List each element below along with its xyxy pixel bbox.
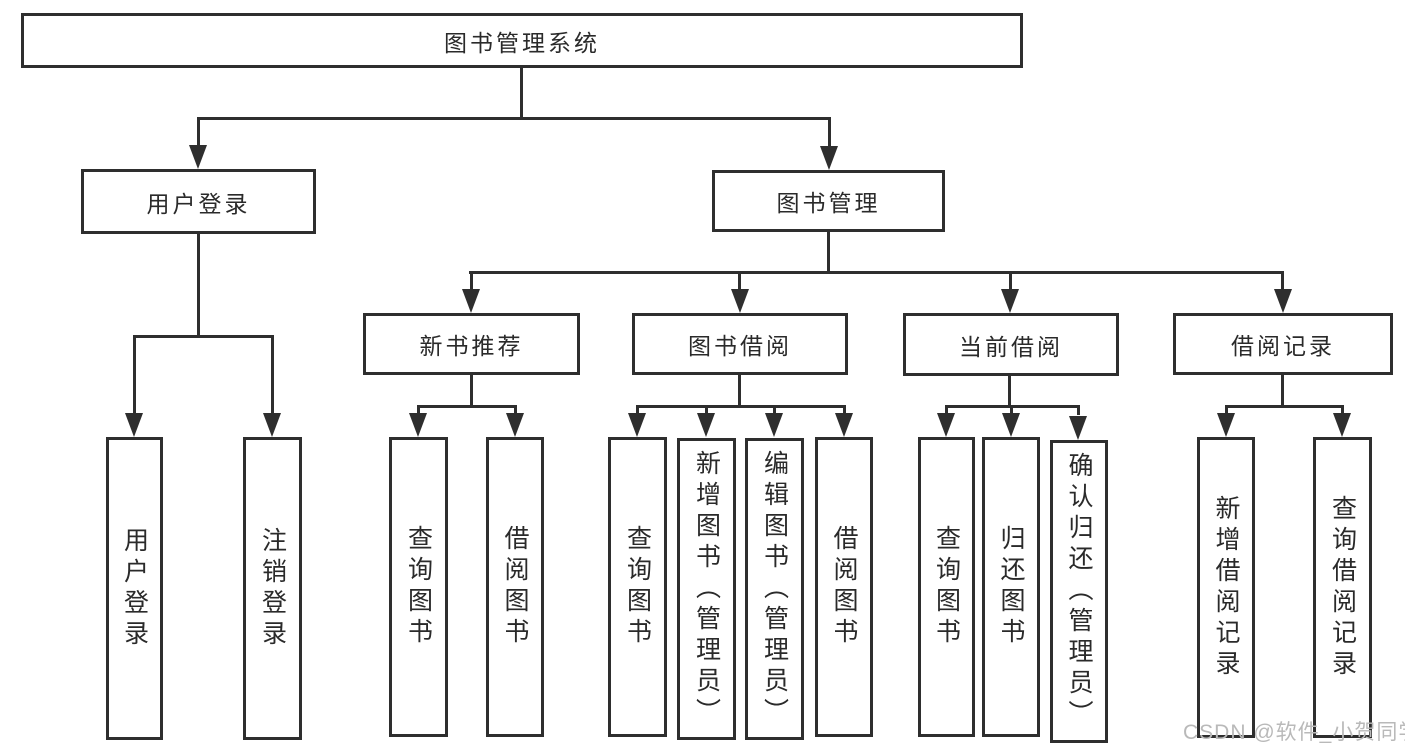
- arrow-down-icon: [1217, 413, 1235, 437]
- connector-line: [1281, 375, 1284, 407]
- arrow-down-icon: [835, 413, 853, 437]
- arrow-down-icon: [506, 413, 524, 437]
- node-root: 图书管理系统: [21, 13, 1023, 68]
- connector-line: [271, 335, 274, 415]
- arrow-down-icon: [765, 413, 783, 437]
- connector-line: [828, 117, 831, 147]
- connector-line: [520, 68, 523, 119]
- arrow-down-icon: [1069, 416, 1087, 440]
- node-leaf-br-query: 查询借阅记录: [1313, 437, 1372, 738]
- connector-line: [1010, 405, 1013, 415]
- arrow-down-icon: [125, 413, 143, 437]
- connector-line: [470, 375, 473, 407]
- node-borrow-record: 借阅记录: [1173, 313, 1393, 375]
- node-user-login: 用户登录: [81, 169, 316, 234]
- connector-line: [636, 405, 845, 408]
- node-leaf-user-login: 用户登录: [106, 437, 163, 740]
- connector-line: [843, 405, 846, 415]
- csdn-watermark: CSDN @软件_小贺同学: [1183, 721, 1405, 744]
- arrow-down-icon: [1333, 413, 1351, 437]
- node-book-borrow: 图书借阅: [632, 313, 848, 375]
- connector-line: [738, 375, 741, 407]
- connector-line: [1008, 376, 1011, 407]
- connector-line: [197, 234, 200, 337]
- arrow-down-icon: [462, 289, 480, 313]
- connector-line: [417, 405, 420, 415]
- arrow-down-icon: [409, 413, 427, 437]
- connector-line: [636, 405, 639, 415]
- connector-line: [773, 405, 776, 415]
- arrow-down-icon: [697, 413, 715, 437]
- connector-line: [470, 271, 473, 291]
- connector-line: [945, 405, 948, 415]
- connector-line: [197, 117, 831, 120]
- node-leaf-bb-edit: 编辑图书（管理员）: [745, 438, 804, 740]
- arrow-down-icon: [628, 413, 646, 437]
- connector-line: [133, 335, 136, 415]
- node-current-borrow: 当前借阅: [903, 313, 1119, 376]
- connector-line: [1077, 405, 1080, 415]
- node-leaf-bb-query: 查询图书: [608, 437, 667, 737]
- connector-line: [197, 117, 200, 147]
- connector-line: [514, 405, 517, 415]
- node-leaf-bb-add: 新增图书（管理员）: [677, 438, 736, 740]
- arrow-down-icon: [1274, 289, 1292, 313]
- arrow-down-icon: [937, 413, 955, 437]
- arrow-down-icon: [263, 413, 281, 437]
- arrow-down-icon: [820, 146, 838, 170]
- node-leaf-bb-borrow: 借阅图书: [815, 437, 873, 737]
- connector-line: [1341, 405, 1344, 415]
- connector-line: [469, 271, 1284, 274]
- node-leaf-rec-borrow: 借阅图书: [486, 437, 544, 737]
- connector-line: [1281, 271, 1284, 291]
- node-leaf-rec-query: 查询图书: [389, 437, 448, 737]
- connector-line: [1009, 271, 1012, 291]
- node-book-mgmt: 图书管理: [712, 170, 945, 232]
- node-new-book-rec: 新书推荐: [363, 313, 580, 375]
- connector-line: [1225, 405, 1228, 415]
- node-leaf-br-add: 新增借阅记录: [1197, 437, 1255, 738]
- connector-line: [827, 232, 830, 274]
- node-leaf-cb-confirm: 确认归还（管理员）: [1050, 440, 1108, 743]
- node-leaf-cb-query: 查询图书: [918, 437, 975, 737]
- connector-line: [417, 405, 517, 408]
- node-leaf-logout: 注销登录: [243, 437, 302, 740]
- connector-line: [705, 405, 708, 415]
- arrow-down-icon: [731, 289, 749, 313]
- connector-line: [133, 335, 274, 338]
- connector-line: [738, 271, 741, 291]
- arrow-down-icon: [1001, 289, 1019, 313]
- arrow-down-icon: [189, 145, 207, 169]
- node-leaf-cb-return: 归还图书: [982, 437, 1040, 737]
- arrow-down-icon: [1002, 413, 1020, 437]
- connector-line: [1225, 405, 1344, 408]
